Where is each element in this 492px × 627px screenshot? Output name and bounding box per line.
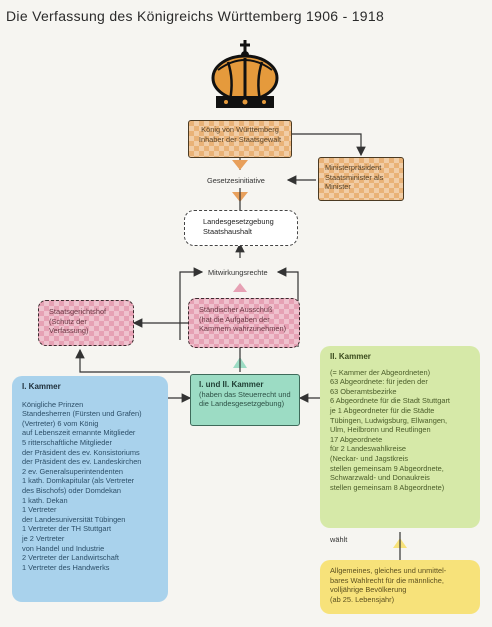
erste-kammer-line: 1 Vertreter der TH Stuttgart <box>22 524 112 534</box>
erste-kammer-line: 2 Vertreter der Landwirtschaft <box>22 553 119 563</box>
ministers-line: Minister <box>325 182 351 192</box>
erste-kammer-line: 1 kath. Dekan <box>22 495 68 505</box>
triangle-pink-1 <box>233 283 247 292</box>
erste-kammer-line: auf Lebenszeit ernannte Mitglieder <box>22 428 136 438</box>
staatsgerichtshof-line: (Schutz der <box>49 316 87 326</box>
bevoelkerung-box: Allgemeines, gleiches und unmittel- bare… <box>320 560 480 614</box>
zweite-kammer-line: 6 Abgeordnete für die Stadt Stuttgart <box>330 396 450 406</box>
staatsgerichtshof-line: Staatsgerichtshof <box>49 307 107 316</box>
landesgesetzgebung-box: Landesgesetzgebung Staatshaushalt <box>184 210 298 246</box>
erste-kammer-line: der Landesuniversität Tübingen <box>22 514 126 524</box>
crown-icon <box>211 40 279 108</box>
king-line: König von Württemberg <box>201 125 279 134</box>
staendischer-ausschuss-box: Ständischer Ausschuß (hat die Aufgaben d… <box>188 298 300 348</box>
zweite-kammer-line: (Neckar- und Jagstkreis <box>330 453 409 463</box>
page-title: Die Verfassung des Königreichs Württembe… <box>6 8 385 24</box>
zweite-kammer-line: je 1 Abgeordneter für die Städte <box>330 405 435 415</box>
bevoelkerung-line: Allgemeines, gleiches und unmittel- <box>330 566 447 575</box>
landesgesetzgebung-line: Landesgesetzgebung <box>203 217 274 226</box>
erste-kammer-line: des Bischofs) oder Domdekan <box>22 485 122 495</box>
staendischer-ausschuss-line: Kammern wahrzunehmen) <box>199 324 287 334</box>
staatsgerichtshof-box: Staatsgerichtshof (Schutz der Verfassung… <box>38 300 134 346</box>
ministers-box: Ministerpräsident Staatsminister als Min… <box>318 157 404 201</box>
beide-kammern-line: (haben das Steuerrecht und <box>199 389 291 399</box>
ministers-line: Staatsminister als <box>325 172 384 182</box>
staendischer-ausschuss-line: (hat die Aufgaben der <box>199 314 270 324</box>
bevoelkerung-line: bares Wahlrecht für die männliche, <box>330 575 444 585</box>
erste-kammer-line: je 2 Vertreter <box>22 533 65 543</box>
zweite-kammer-line: (= Kammer der Abgeordneten) <box>330 367 431 377</box>
erste-kammer-line: 2 ev. Generalsuperintendenten <box>22 466 123 476</box>
erste-kammer-line: der Präsident des ev. Konsistoriums <box>22 447 140 457</box>
erste-kammer-line: Standesherren (Fürsten und Grafen) <box>22 409 142 419</box>
ministers-line: Ministerpräsident <box>325 163 382 172</box>
zweite-kammer-heading: II. Kammer <box>330 352 371 361</box>
zweite-kammer-line: Tübingen, Ludwigsburg, Ellwangen, <box>330 415 448 425</box>
erste-kammer-line: der Präsident des ev. Landeskirchen <box>22 457 142 467</box>
king-line: Inhaber der Staatsgewalt <box>198 134 282 144</box>
gesetzesinitiative-label: Gesetzesinitiative <box>207 176 265 185</box>
erste-kammer-line: 1 Vertreter <box>22 505 57 515</box>
erste-kammer-heading: I. Kammer <box>22 382 61 391</box>
erste-kammer-box: I. Kammer Königliche Prinzen Standesherr… <box>12 376 168 602</box>
beide-kammern-box: I. und II. Kammer (haben das Steuerrecht… <box>190 374 300 426</box>
beide-kammern-heading: I. und II. Kammer <box>199 380 264 389</box>
staendischer-ausschuss-line: Ständischer Ausschuß <box>199 305 273 314</box>
waehlt-label: wählt <box>330 535 348 544</box>
erste-kammer-line: (Vertreter) 6 vom König <box>22 418 99 428</box>
triangle-orange-1 <box>232 160 248 170</box>
zweite-kammer-line: 63 Oberamtsbezirke <box>330 386 397 396</box>
erste-kammer-line: Königliche Prinzen <box>22 399 84 409</box>
zweite-kammer-line: 17 Abgeordnete <box>330 434 383 444</box>
erste-kammer-line: 1 Vertreter des Handwerks <box>22 562 110 572</box>
bevoelkerung-line: (ab 25. Lebensjahr) <box>330 594 395 604</box>
erste-kammer-line: 1 kath. Domkapitular (als Vertreter <box>22 476 135 486</box>
zweite-kammer-line: stellen gemeinsam 8 Abgeordnete) <box>330 482 445 492</box>
beide-kammern-line: die Landesgesetzgebung) <box>199 399 285 409</box>
zweite-kammer-line: Schwarzwald- und Donaukreis <box>330 473 430 483</box>
landesgesetzgebung-line: Staatshaushalt <box>203 226 252 236</box>
zweite-kammer-line: Ulm, Heilbronn und Reutlingen <box>330 425 431 435</box>
erste-kammer-line: 5 ritterschaftliche Mitglieder <box>22 437 112 447</box>
zweite-kammer-line: 63 Abgeordnete: für jeden der <box>330 377 428 387</box>
zweite-kammer-line: stellen gemeinsam 9 Abgeordnete, <box>330 463 444 473</box>
staatsgerichtshof-line: Verfassung) <box>49 326 89 336</box>
king-box: König von Württemberg Inhaber der Staats… <box>188 120 292 158</box>
zweite-kammer-line: für 2 Landeswahlkreise <box>330 444 407 454</box>
erste-kammer-line: von Handel und Industrie <box>22 543 105 553</box>
mitwirkungsrechte-label: Mitwirkungsrechte <box>208 268 268 277</box>
zweite-kammer-box: II. Kammer (= Kammer der Abgeordneten) 6… <box>320 346 480 528</box>
bevoelkerung-line: volljährige Bevölkerung <box>330 585 407 595</box>
